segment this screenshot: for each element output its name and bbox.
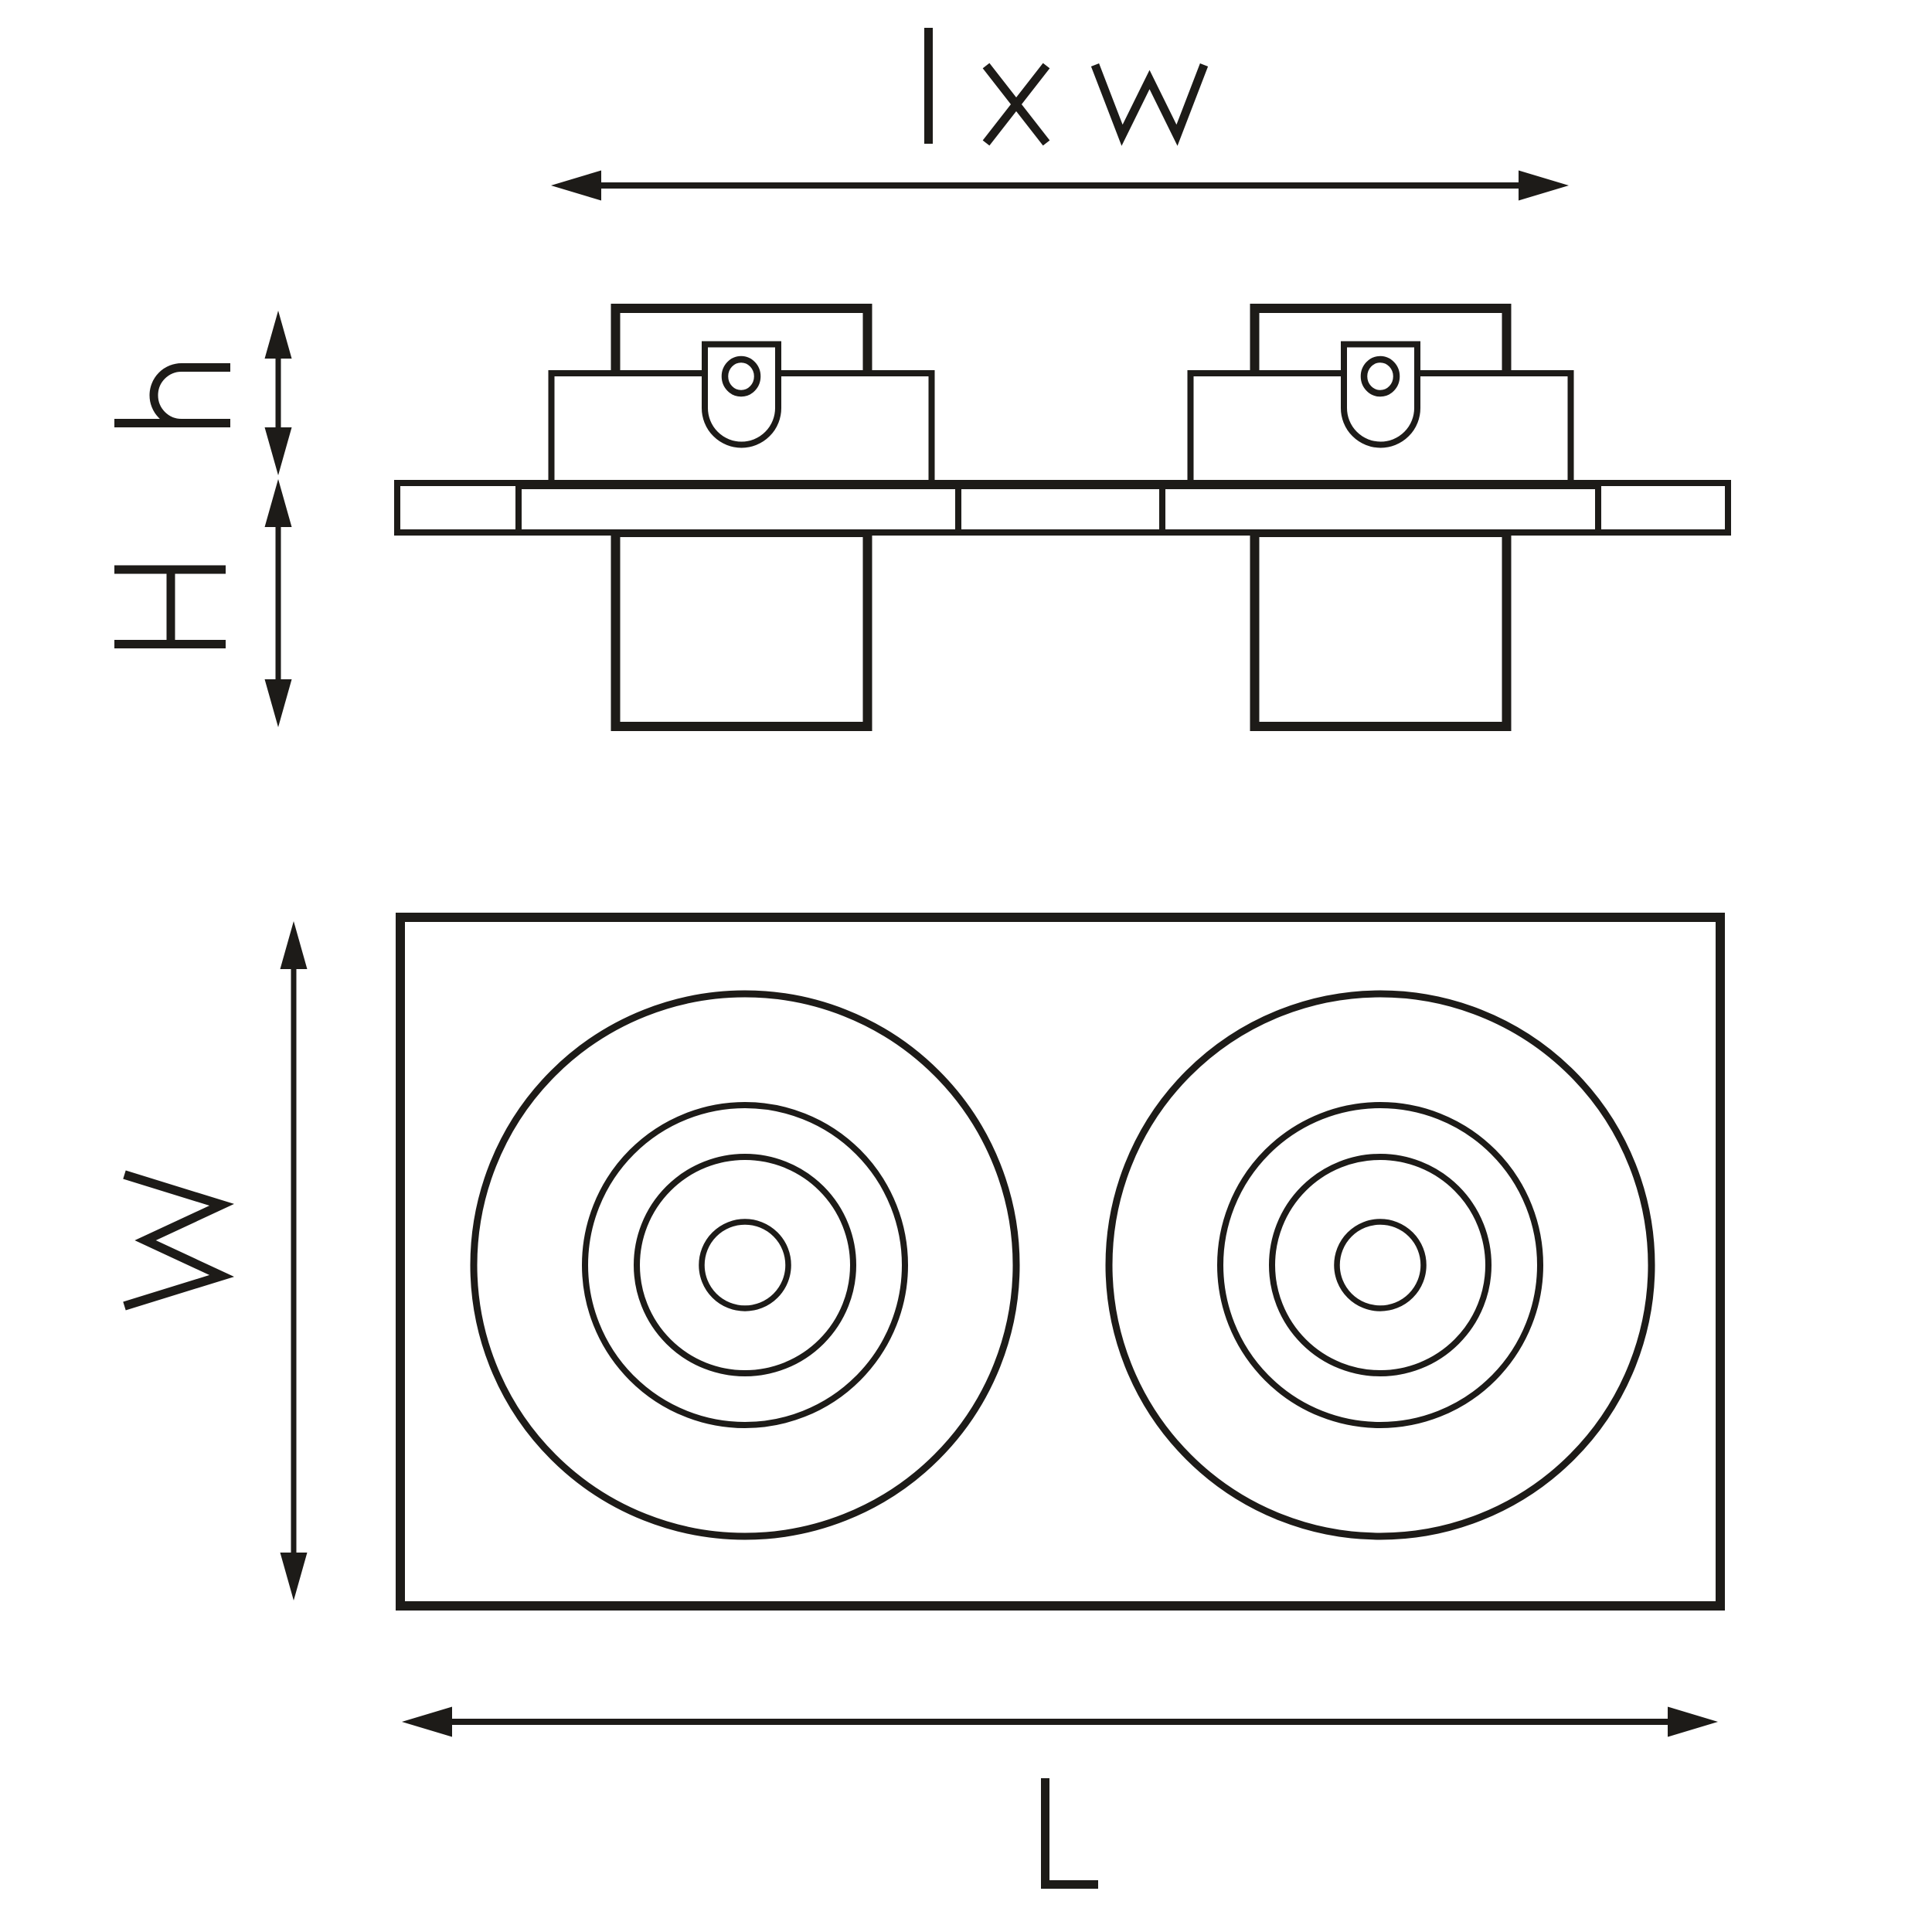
label-h bbox=[114, 363, 230, 427]
dim-L-head-end bbox=[1668, 1706, 1718, 1737]
dim-W-head-end bbox=[280, 1553, 308, 1600]
dim-W bbox=[280, 921, 308, 1600]
plate-end-cap-right bbox=[1595, 480, 1731, 536]
spot-right-ring-3 bbox=[1269, 1154, 1492, 1376]
dim-h bbox=[264, 311, 292, 475]
dim-W-head-start bbox=[280, 921, 308, 969]
plate-end-cap-left bbox=[394, 480, 522, 536]
mounting-plate bbox=[515, 480, 1601, 536]
side-view bbox=[394, 304, 1731, 731]
label-lxw bbox=[924, 28, 1209, 146]
dim-H-head-start bbox=[264, 479, 292, 527]
label-lxw-stroke-3 bbox=[1090, 63, 1209, 146]
dim-lxw-head-start bbox=[551, 170, 601, 201]
clip-hole-left bbox=[721, 355, 761, 397]
dim-lxw bbox=[551, 170, 1569, 201]
faceplate-outline bbox=[396, 913, 1725, 1611]
recessed-can-left bbox=[611, 528, 872, 731]
dimension-arrows bbox=[264, 170, 1718, 1737]
spot-left-ring-3 bbox=[634, 1154, 856, 1376]
spot-left-ring-2 bbox=[582, 1102, 908, 1428]
dim-H bbox=[264, 479, 292, 727]
label-W-stroke-1 bbox=[123, 1170, 234, 1311]
spot-right-ring-2 bbox=[1217, 1102, 1543, 1428]
label-W bbox=[123, 1170, 234, 1311]
clip-hole-right bbox=[1360, 355, 1400, 397]
dim-h-head-end bbox=[264, 427, 292, 475]
spot-right-ring-1 bbox=[1105, 990, 1655, 1540]
spot-left-ring-1 bbox=[470, 990, 1020, 1540]
label-L-stroke-1 bbox=[1041, 1778, 1098, 1889]
plan-view bbox=[396, 913, 1725, 1611]
spot-left-ring-4 bbox=[699, 1219, 791, 1311]
dim-lxw-head-end bbox=[1519, 170, 1569, 201]
dim-L bbox=[402, 1706, 1718, 1737]
recessed-can-right bbox=[1250, 528, 1512, 731]
dimension-labels bbox=[114, 28, 1209, 1889]
label-H bbox=[114, 565, 226, 648]
label-lxw-stroke-2 bbox=[982, 63, 1050, 146]
dim-H-head-end bbox=[264, 679, 292, 727]
label-h-stroke-2 bbox=[149, 363, 230, 427]
dim-L-head-start bbox=[402, 1706, 452, 1737]
dim-h-head-start bbox=[264, 311, 292, 359]
label-L bbox=[1041, 1778, 1098, 1889]
spot-right-ring-4 bbox=[1334, 1219, 1427, 1311]
